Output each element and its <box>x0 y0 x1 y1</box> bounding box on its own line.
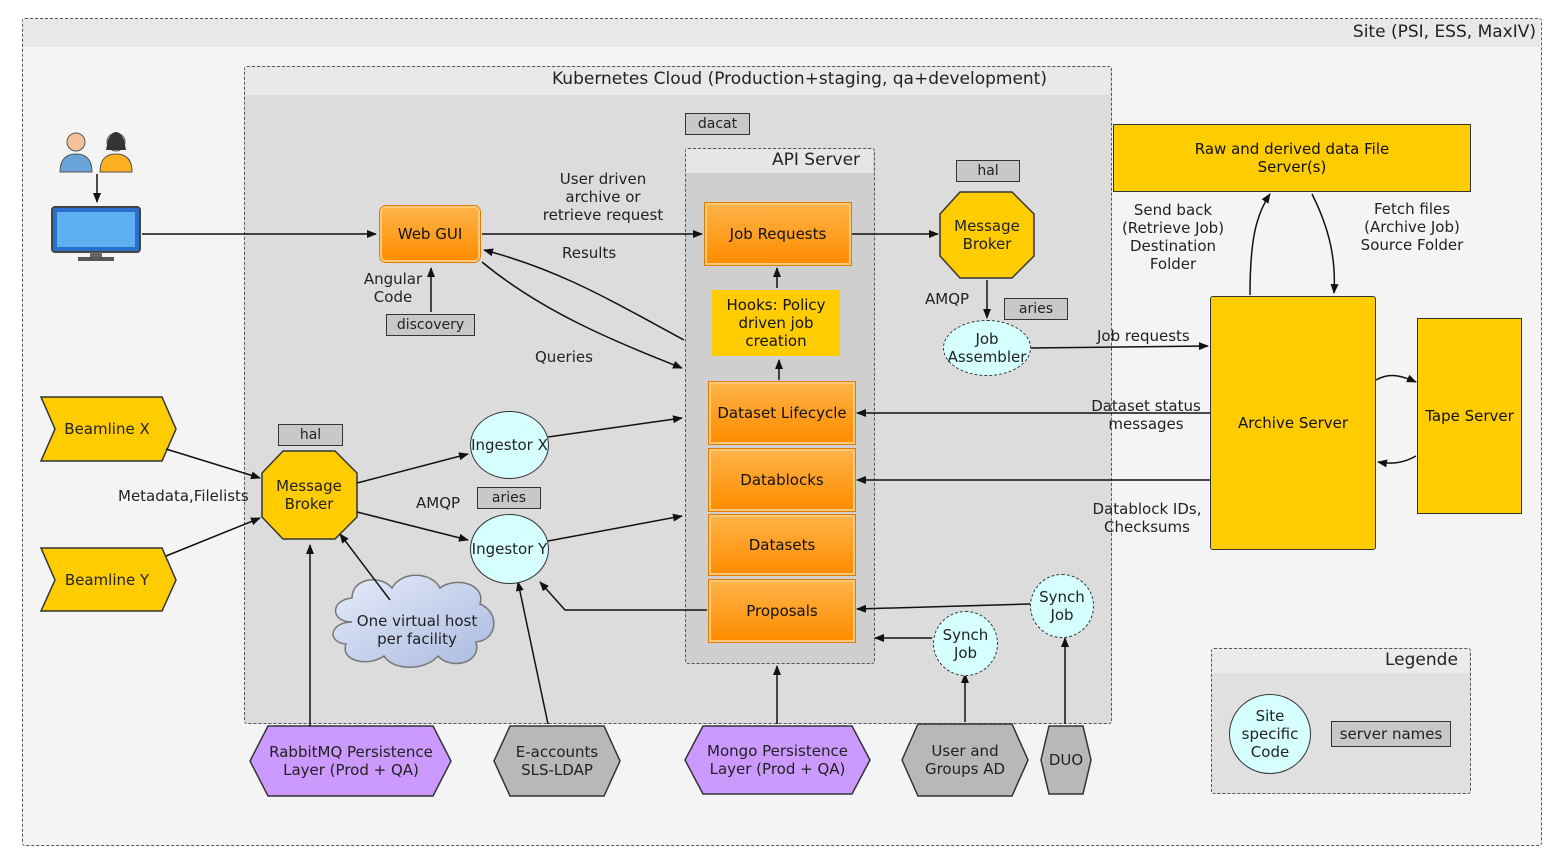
fetch-files-label: Fetch files (Archive Job) Source Folder <box>1360 200 1464 254</box>
site-title: Site (PSI, ESS, MaxIV) <box>1352 22 1536 42</box>
tag-aries-left: aries <box>477 487 541 509</box>
ingestorx-to-api-arrow <box>547 415 683 438</box>
datablocks-box: Datablocks <box>709 449 855 511</box>
dataset-status-label: Dataset status messages <box>1091 397 1201 433</box>
job-assembler-oval: Job Assembler <box>943 320 1031 376</box>
rabbitmq-label: RabbitMQ Persistence Layer (Prod + QA) <box>269 743 433 779</box>
users-groups-label: User and Groups AD <box>924 742 1006 778</box>
arrows <box>142 193 1417 726</box>
cloud-to-broker-arrow <box>339 533 391 601</box>
tape-server-box: Tape Server <box>1417 318 1522 514</box>
amqp-top-label: AMQP <box>925 290 970 308</box>
job-requests-arrow-label: Job requests <box>1097 327 1190 345</box>
message-broker-top-shape <box>939 191 1035 279</box>
mongo-shape <box>684 725 871 795</box>
beamlinex-to-broker-arrow <box>165 448 261 480</box>
assembler-to-archive-arrow <box>1029 342 1209 351</box>
kubernetes-title: Kubernetes Cloud (Production+staging, qa… <box>552 69 1047 89</box>
legend-title: Legende <box>1385 650 1458 670</box>
synchjob2-to-proposals-arrow <box>856 603 1031 613</box>
user-request-label: User driven archive or retrieve request <box>542 170 664 224</box>
eaccounts-label: E-accounts SLS-LDAP <box>515 743 599 779</box>
duo-shape <box>1040 725 1092 795</box>
queries-label: Queries <box>535 348 593 366</box>
archive-server-box: Archive Server <box>1210 296 1376 550</box>
fileserver-to-archive-arrow <box>1311 193 1339 294</box>
tag-hal-left: hal <box>278 424 343 446</box>
beamliney-to-broker-arrow <box>165 517 261 557</box>
beamline-y-label: Beamline Y <box>64 570 150 589</box>
legend-header <box>1212 649 1469 673</box>
archive-to-fileserver-arrow <box>1249 193 1271 296</box>
amqp-left-label: AMQP <box>416 494 461 512</box>
web-gui-box: Web GUI <box>380 206 480 262</box>
results-label: Results <box>562 244 617 262</box>
users-groups-shape <box>901 723 1029 797</box>
site-header <box>23 19 1540 47</box>
job-requests-box: Job Requests <box>705 203 851 265</box>
beamline-x-label: Beamline X <box>64 420 150 438</box>
file-server-box: Raw and derived data File Server(s) <box>1113 124 1471 192</box>
tag-discovery: discovery <box>386 314 475 336</box>
datablock-ids-label: Datablock IDs, Checksums <box>1092 500 1202 536</box>
beamline-y-shape <box>39 547 177 612</box>
message-broker-left-label: Message Broker <box>276 477 342 513</box>
synch-job-1-oval: Synch Job <box>933 611 998 676</box>
eaccounts-shape <box>493 725 621 797</box>
tag-aries-top: aries <box>1004 298 1068 320</box>
tag-hal-top: hal <box>956 160 1020 182</box>
send-back-label: Send back (Retrieve Job) Destination Fol… <box>1121 201 1225 273</box>
message-broker-left-shape <box>261 450 358 540</box>
datasets-box: Datasets <box>709 515 855 575</box>
mongo-label: Mongo Persistence Layer (Prod + QA) <box>707 742 848 778</box>
dataset-lifecycle-box: Dataset Lifecycle <box>709 382 855 444</box>
ingestory-to-api-arrow <box>547 513 683 542</box>
kubernetes-header <box>245 67 1110 95</box>
users-icon <box>59 132 133 173</box>
duo-label: DUO <box>1048 751 1084 769</box>
cloud-shape <box>332 574 495 668</box>
legend-oval: Site specific Code <box>1229 694 1311 774</box>
synch-job-2-oval: Synch Job <box>1030 574 1094 638</box>
cloud-label: One virtual host per facility <box>356 612 478 648</box>
tape-to-archive-arrow <box>1377 455 1417 468</box>
angular-label: Angular Code <box>363 270 423 306</box>
archive-to-tape-arrow <box>1375 374 1417 383</box>
broker-to-ingestorx-arrow <box>356 452 469 484</box>
proposals-to-ingestory-arrow <box>539 581 707 611</box>
api-server-header <box>686 149 873 173</box>
rabbitmq-shape <box>249 725 452 797</box>
ingestor-y-oval: Ingestor Y <box>470 514 549 584</box>
results-arrow <box>483 248 685 341</box>
monitor-icon <box>51 206 141 261</box>
message-broker-top-label: Message Broker <box>954 217 1020 253</box>
api-server-title: API Server <box>772 150 861 170</box>
tag-dacat: dacat <box>685 113 750 135</box>
legend-tag: server names <box>1331 721 1451 747</box>
ingestor-x-oval: Ingestor X <box>470 411 549 479</box>
hooks-box: Hooks: Policy driven job creation <box>712 290 840 356</box>
proposals-box: Proposals <box>709 580 855 642</box>
metadata-label: Metadata,Filelists <box>118 487 249 505</box>
broker-to-ingestory-arrow <box>356 511 469 542</box>
queries-arrow <box>481 261 683 369</box>
beamline-x-shape <box>39 396 177 462</box>
eaccounts-to-ingestory-arrow <box>515 581 549 725</box>
